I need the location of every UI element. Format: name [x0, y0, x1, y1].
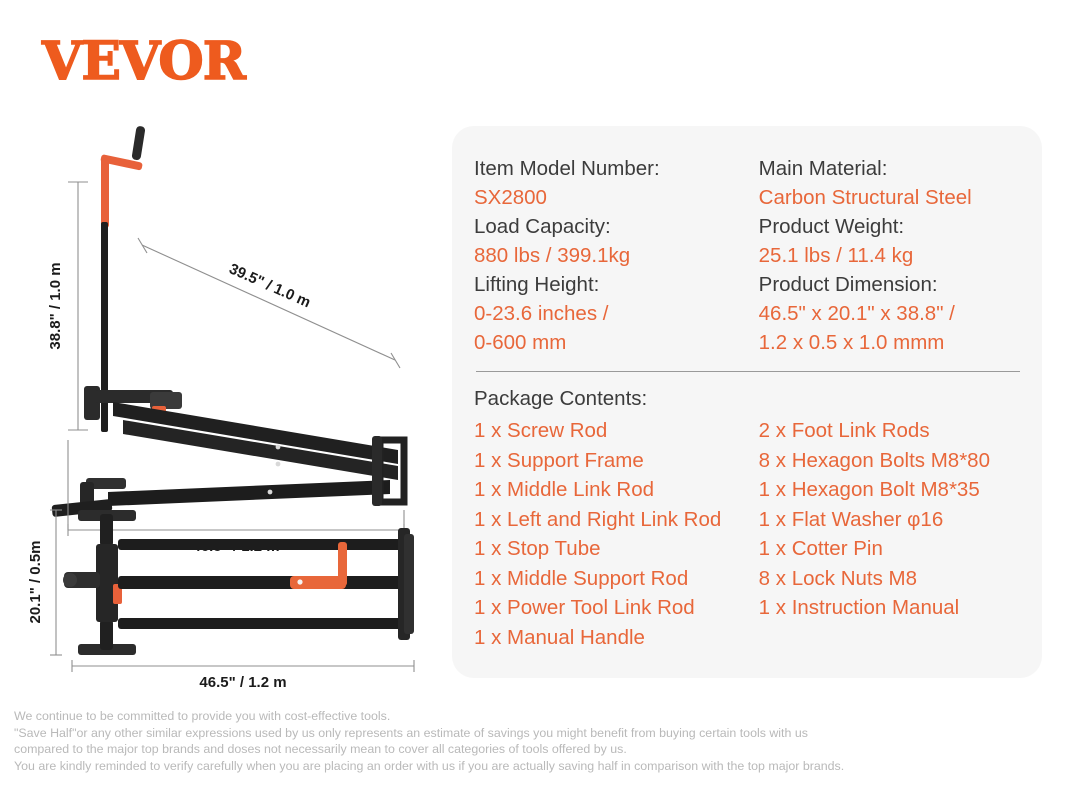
package-contents-columns: 1 x Screw Rod 1 x Support Frame 1 x Midd…: [474, 416, 1024, 652]
list-item: 1 x Middle Support Rod: [474, 566, 689, 590]
spec-value-lifting-height-2: 0-600 mm: [474, 331, 567, 354]
top-view-bar-lower: [118, 618, 408, 629]
list-item: 1 x Middle Link Rod: [474, 478, 655, 501]
spec-value-product-dimension-2: 1.2 x 0.5 x 1.0 mmm: [758, 331, 945, 354]
spec-value-product-weight: 25.1 lbs / 11.4 kg: [758, 244, 914, 267]
top-view-width-dimension: [71, 660, 415, 672]
list-item: 2 x Foot Link Rods: [758, 419, 930, 442]
list-item: 1 x Flat Washer φ16: [758, 507, 944, 531]
diagram-illustrations: 38.8" / 1.0 m 39.5" / 1.0 m: [27, 126, 415, 690]
spec-label-load-capacity: Load Capacity:: [474, 215, 611, 238]
spec-label-product-dimension: Product Dimension:: [758, 273, 938, 296]
upper-carriage: [84, 386, 182, 420]
top-view-width-label: 46.5" / 1.2 m: [199, 674, 286, 690]
spec-value-load-capacity: 880 lbs / 399.1kg: [474, 244, 631, 267]
list-item: 1 x Support Frame: [474, 448, 644, 472]
spec-label-lifting-height: Lifting Height:: [474, 273, 600, 296]
spec-label-product-weight: Product Weight:: [758, 215, 905, 238]
list-item: 1 x Hexagon Bolt M8*35: [758, 478, 980, 501]
footer-line: You are kindly reminded to verify carefu…: [14, 758, 845, 773]
product-diagrams: 38.8" / 1.0 m 39.5" / 1.0 m: [0, 110, 440, 690]
top-view-bar-middle: [118, 576, 408, 589]
top-view-depth-dimension: [50, 509, 62, 656]
top-view-orange-link-rod: [290, 542, 347, 589]
side-view-diagonal-label: 39.5" / 1.0 m: [227, 260, 314, 311]
upper-link-rod: [113, 402, 398, 464]
spec-value-model: SX2800: [474, 186, 547, 209]
list-item: 1 x Screw Rod: [474, 419, 608, 442]
list-item: 1 x Stop Tube: [474, 537, 601, 560]
list-item: 8 x Hexagon Bolts M8*80: [758, 448, 990, 472]
package-column-right: 2 x Foot Link Rods 8 x Hexagon Bolts M8*…: [759, 416, 1024, 652]
crank-handle: [100, 126, 146, 228]
side-view-diagonal-dimension: [137, 237, 401, 369]
specification-panel: Item Model Number: SX2800 Load Capacity:…: [452, 126, 1042, 678]
spec-value-main-material: Carbon Structural Steel: [758, 186, 972, 209]
list-item: 8 x Lock Nuts M8: [758, 566, 918, 590]
spec-column-left: Item Model Number: SX2800 Load Capacity:…: [474, 154, 759, 357]
top-view-left-foot: [63, 510, 136, 655]
lower-beam: [108, 480, 390, 506]
top-view-bar-upper: [118, 539, 408, 550]
spec-column-right: Main Material: Carbon Structural Steel P…: [759, 154, 1024, 357]
spec-label-main-material: Main Material:: [758, 157, 888, 180]
footer-line: compared to the major top brands and dos…: [14, 742, 627, 756]
side-view-diagram: 38.8" / 1.0 m 39.5" / 1.0 m: [47, 126, 408, 517]
top-view-diagram: 20.1" / 0.5m: [27, 509, 415, 690]
footer-line: We continue to be committed to provide y…: [14, 709, 391, 723]
list-item: 1 x Instruction Manual: [758, 596, 960, 619]
rear-frame: [372, 436, 408, 506]
list-item: 1 x Cotter Pin: [758, 537, 883, 560]
spec-label-model: Item Model Number:: [474, 157, 660, 180]
list-item: 1 x Manual Handle: [474, 625, 645, 649]
middle-link-rod: [123, 420, 398, 480]
top-view-depth-label: 20.1" / 0.5m: [27, 541, 44, 624]
spec-columns: Item Model Number: SX2800 Load Capacity:…: [474, 154, 1024, 357]
list-item: 1 x Power Tool Link Rod: [474, 596, 695, 619]
spec-value-lifting-height-1: 0-23.6 inches /: [474, 302, 609, 325]
side-view-height-label: 38.8" / 1.0 m: [47, 262, 64, 349]
section-divider: [476, 371, 1020, 372]
screw-rod: [101, 222, 108, 432]
footer-disclaimer: We continue to be committed to provide y…: [14, 708, 1059, 774]
package-column-left: 1 x Screw Rod 1 x Support Frame 1 x Midd…: [474, 416, 759, 652]
spec-value-product-dimension-1: 46.5" x 20.1" x 38.8" /: [758, 302, 955, 325]
vevor-logo: VEVOR: [41, 31, 246, 92]
top-view-right-frame: [398, 528, 414, 640]
footer-line: "Save Half"or any other similar expressi…: [14, 725, 808, 740]
package-contents-title: Package Contents:: [474, 387, 648, 410]
list-item: 1 x Left and Right Link Rod: [474, 507, 722, 531]
side-view-height-dimension: [68, 181, 88, 431]
